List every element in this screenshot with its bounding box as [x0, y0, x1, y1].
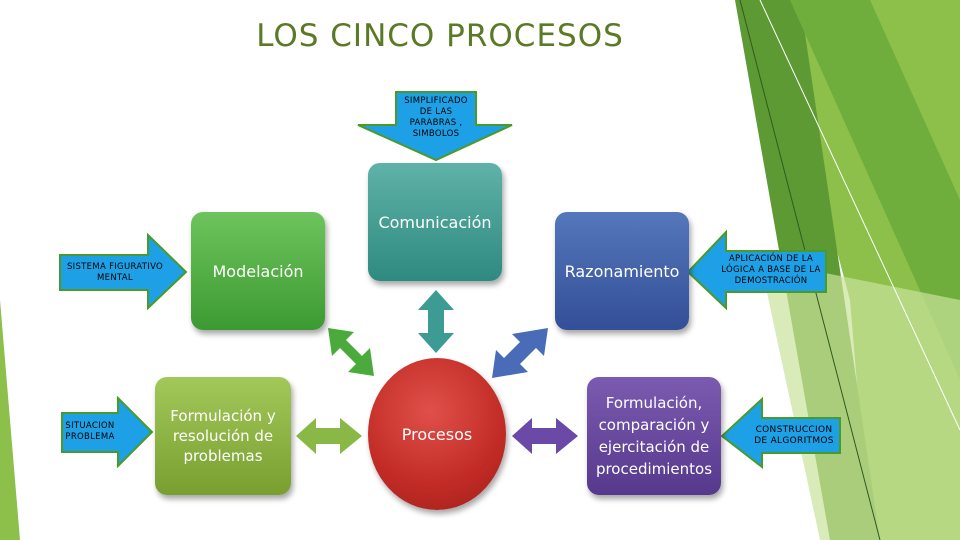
- node-formulacion-resolucion: Formulación y resolución de problemas: [155, 377, 291, 495]
- callout-line: MENTAL: [97, 273, 133, 283]
- node-label-line: procedimientos: [595, 460, 713, 478]
- callout-top-text: SIMPLIFICADO DE LAS PARABRAS , SIMBOLOS: [396, 96, 476, 140]
- node-label: Razonamiento: [564, 261, 680, 281]
- connector-arrow-formulacion-comparacion: [512, 418, 578, 454]
- bg-line: [759, 0, 960, 431]
- bg-green-pale: [760, 260, 960, 540]
- node-label-line: resolución de: [172, 427, 274, 445]
- node-label-line: ejercitación de: [598, 438, 710, 456]
- node-modelacion: Modelación: [191, 212, 325, 330]
- callout-left-lower-text: SITUACION PROBLEMA: [60, 421, 120, 443]
- callout-arrow-top: [357, 91, 513, 162]
- callout-arrow-left-lower: [61, 395, 154, 469]
- node-label-line: problemas: [183, 447, 263, 465]
- callout-line: SIMBOLOS: [412, 129, 460, 139]
- node-label: Modelación: [212, 261, 304, 281]
- callout-line: SIMPLIFICADO: [404, 96, 468, 106]
- node-formulacion-comparacion: Formulación, comparación y ejercitación …: [587, 377, 721, 495]
- callout-arrow-left-upper: [59, 232, 188, 311]
- callout-arrow-right-lower: [720, 396, 841, 470]
- connector-arrow-comunicacion: [418, 290, 454, 353]
- callout-line: DE LAS: [419, 107, 453, 117]
- node-label-line: comparación y: [598, 416, 710, 434]
- node-label-line: Formulación,: [605, 394, 703, 412]
- node-comunicacion: Comunicación: [368, 163, 502, 281]
- callout-right-upper-text: APLICACIÓN DE LA LÓGICA A BASE DE LA DEM…: [712, 254, 830, 287]
- callout-line: DE ALGORITMOS: [754, 436, 834, 446]
- callout-line: DEMOSTRACIÓN: [734, 276, 808, 286]
- bg-green-left: [0, 300, 20, 540]
- slide-title: LOS CINCO PROCESOS: [256, 18, 624, 54]
- connector-arrow-modelacion: [328, 328, 374, 376]
- node-label: Procesos: [401, 424, 473, 444]
- bg-green-band-mid: [790, 0, 960, 380]
- callout-left-upper-text: SISTEMA FIGURATIVO MENTAL: [60, 262, 170, 284]
- callout-line: PARABRAS ,: [409, 118, 463, 128]
- connector-arrow-razonamiento: [492, 328, 548, 378]
- node-label-line: Formulación y: [170, 407, 276, 425]
- callout-line: APLICACIÓN DE LA: [728, 254, 814, 264]
- callout-arrow-right-upper: [686, 229, 827, 311]
- callout-line: SISTEMA FIGURATIVO: [66, 262, 164, 272]
- node-razonamiento: Razonamiento: [555, 212, 689, 330]
- node-procesos: Procesos: [368, 358, 506, 510]
- callout-line: PROBLEMA: [65, 432, 115, 442]
- callout-line: LÓGICA A BASE DE LA: [721, 265, 821, 275]
- node-label: Comunicación: [378, 213, 492, 232]
- callout-line: SITUACION: [65, 421, 115, 431]
- callout-right-lower-text: CONSTRUCCION DE ALGORITMOS: [744, 425, 844, 447]
- callout-line: CONSTRUCCION: [755, 425, 833, 435]
- connector-arrow-formulacion-resolucion: [296, 418, 362, 454]
